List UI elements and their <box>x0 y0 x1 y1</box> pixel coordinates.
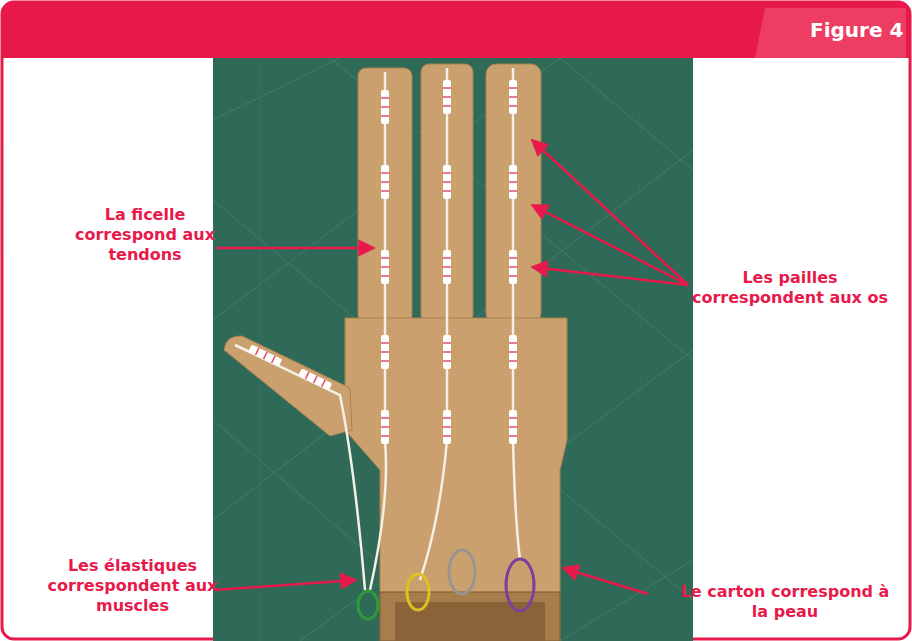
photo <box>213 58 693 641</box>
part-label: Les élastiques correspondent aux muscles <box>45 556 220 616</box>
header-band <box>2 2 910 58</box>
header-tab <box>755 8 906 58</box>
part-label: Le carton correspond à la peau <box>680 582 890 622</box>
part-label: Les pailles correspondent aux os <box>685 268 895 308</box>
leader-lines <box>214 140 688 594</box>
figure-title: Figure 4 <box>810 18 903 42</box>
part-label: La ficelle correspond aux tendons <box>70 205 220 265</box>
